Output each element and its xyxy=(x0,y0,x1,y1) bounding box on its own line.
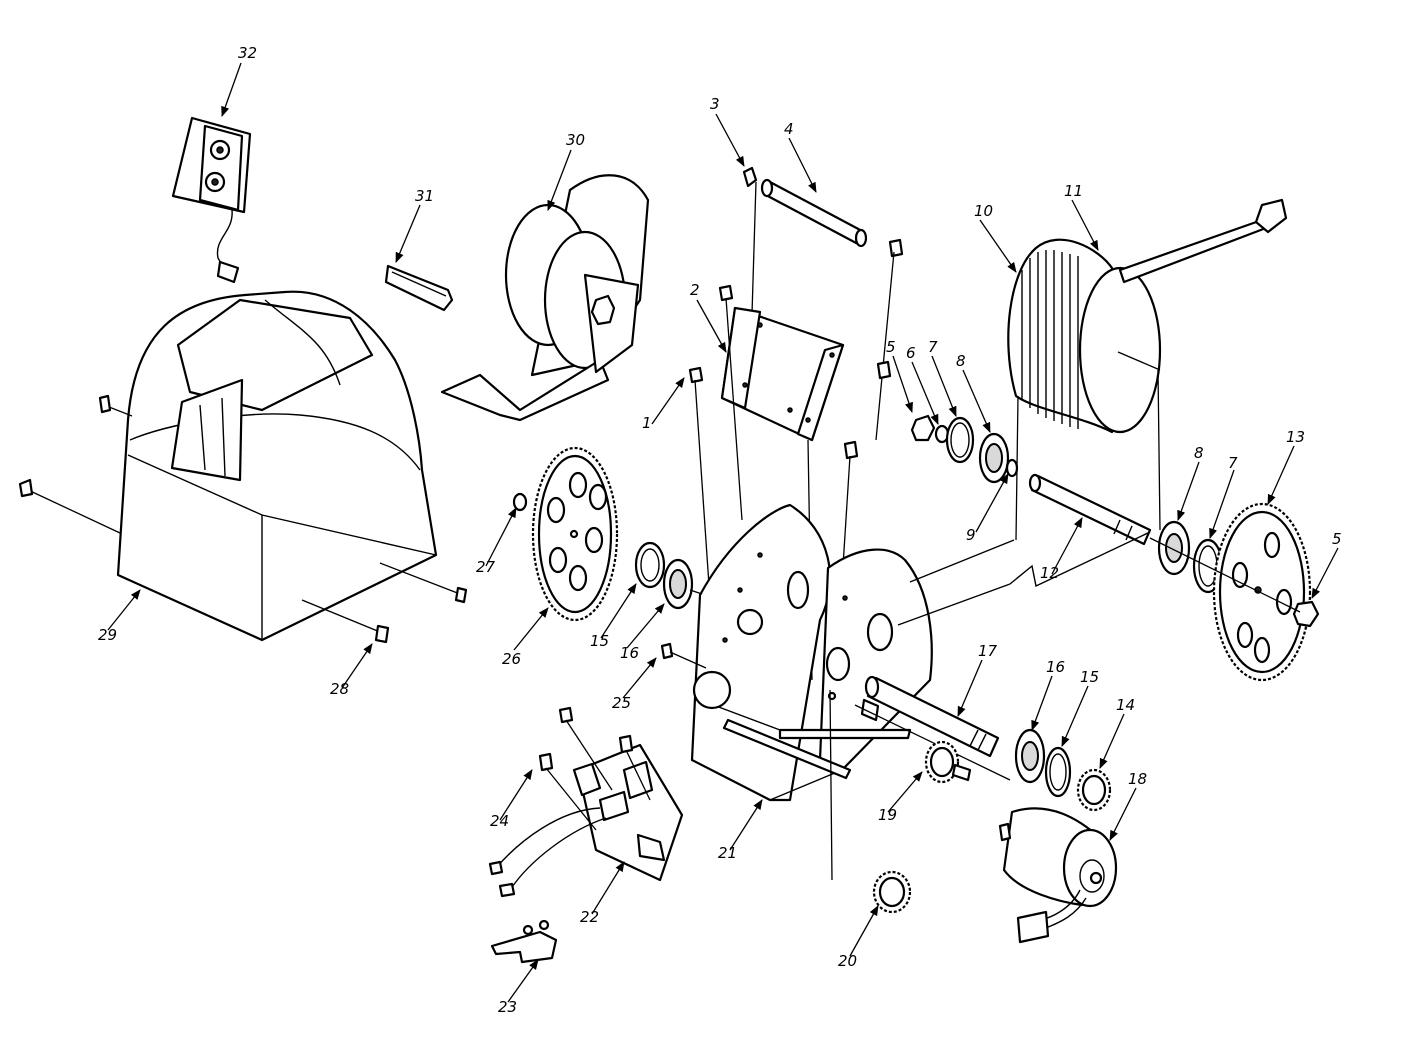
callout-7a: 7 xyxy=(928,338,938,356)
callout-17: 17 xyxy=(978,642,998,660)
callout-21: 21 xyxy=(718,844,737,862)
callout-16b: 16 xyxy=(1046,658,1065,676)
callout-3: 3 xyxy=(710,95,720,113)
callout-6: 6 xyxy=(906,344,916,362)
callout-15b: 15 xyxy=(1080,668,1099,686)
callout-25: 25 xyxy=(612,694,631,712)
callout-4: 4 xyxy=(784,120,794,138)
callout-10: 10 xyxy=(974,202,993,220)
drum-bearing-set-part xyxy=(910,414,1019,484)
callout-5a: 5 xyxy=(886,338,896,356)
callout-31: 31 xyxy=(415,187,434,205)
callout-24: 24 xyxy=(490,812,509,830)
pinion-shaft-part xyxy=(854,675,1011,781)
large-gear-part xyxy=(512,446,703,622)
callout-29: 29 xyxy=(98,626,117,644)
callout-27: 27 xyxy=(476,558,496,576)
callout-14: 14 xyxy=(1116,696,1135,714)
callout-22: 22 xyxy=(580,908,599,926)
remote-control-part xyxy=(171,116,252,284)
callout-18: 18 xyxy=(1128,770,1147,788)
callout-15a: 15 xyxy=(590,632,609,650)
callout-13: 13 xyxy=(1286,428,1305,446)
callout-26: 26 xyxy=(502,650,521,668)
callout-28: 28 xyxy=(330,680,349,698)
callout-23: 23 xyxy=(498,998,517,1016)
cable-drum-part xyxy=(1007,198,1288,541)
cover-housing-part xyxy=(116,290,438,642)
callout-8b: 8 xyxy=(1194,444,1204,462)
small-gear-part xyxy=(924,740,972,784)
callout-32: 30 xyxy=(566,131,585,149)
callout-16a: 16 xyxy=(620,644,639,662)
callout-12: 12 xyxy=(1040,564,1059,582)
switch-bracket-part xyxy=(490,919,558,964)
callout-8a: 8 xyxy=(956,352,966,370)
callout-labels: 32 31 30 3 4 2 1 10 11 5 6 7 8 9 12 8 7 … xyxy=(98,44,1342,1016)
callout-11: 11 xyxy=(1064,182,1083,200)
mount-bracket-part xyxy=(688,284,892,681)
drum-shaft-part xyxy=(1028,473,1152,546)
motor-part xyxy=(998,807,1118,944)
roller-fairlead-part xyxy=(440,174,650,422)
pinion-bearing-set-part xyxy=(1014,728,1112,812)
callout-20: 20 xyxy=(838,952,857,970)
base-frame-part xyxy=(690,503,1151,802)
callout-1: 1 xyxy=(642,414,652,432)
callout-19: 19 xyxy=(878,806,897,824)
callout-2: 2 xyxy=(690,281,700,299)
callout-7b: 7 xyxy=(1228,454,1238,472)
motor-gear-part xyxy=(829,689,912,914)
pin-bar-part xyxy=(384,264,454,312)
callout-9: 9 xyxy=(966,526,976,544)
control-box-part xyxy=(488,706,684,898)
cover-screws-part xyxy=(18,394,468,644)
frame-screw-part xyxy=(660,642,707,669)
drum-gear-set-part xyxy=(1149,502,1320,682)
callout-30: 32 xyxy=(238,44,257,62)
callout-leaders xyxy=(107,62,1339,1003)
callout-5b: 5 xyxy=(1332,530,1342,548)
